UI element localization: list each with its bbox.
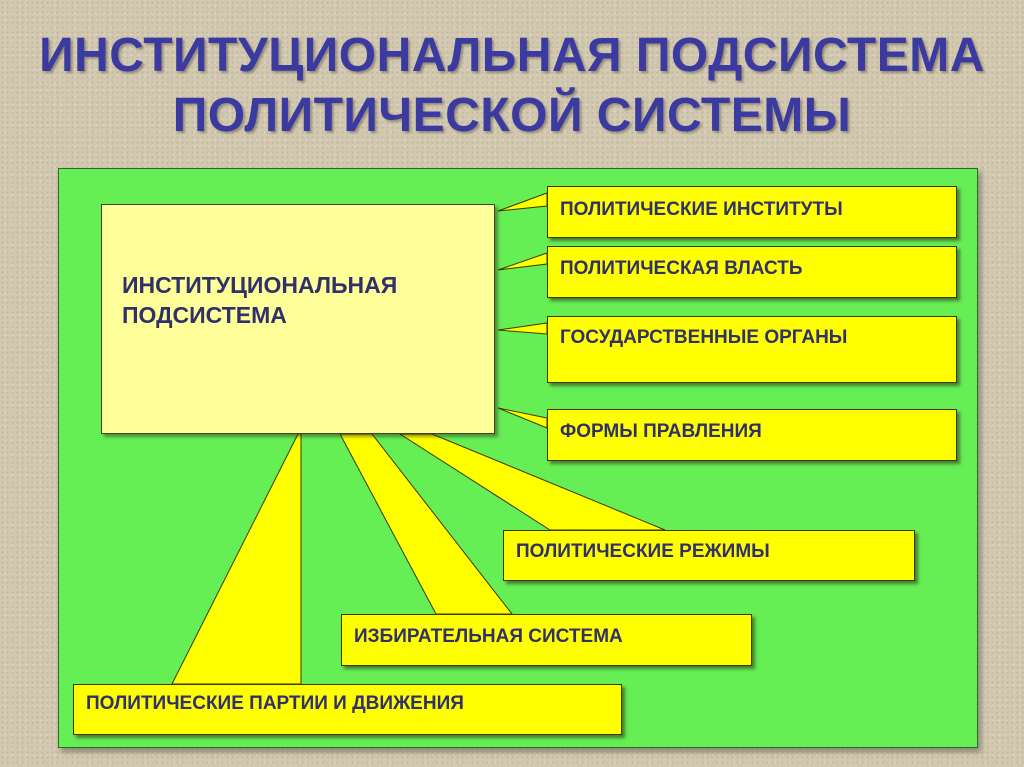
center-box-line-1: ИНСТИТУЦИОНАЛЬНАЯ bbox=[122, 272, 398, 298]
slide-title-line-1: ИНСТИТУЦИОНАЛЬНАЯ ПОДСИСТЕМА bbox=[39, 29, 985, 82]
connector-forms-of-government bbox=[497, 407, 548, 429]
connector-political-power bbox=[497, 252, 548, 271]
center-box-institutional-subsystem: ИНСТИТУЦИОНАЛЬНАЯ ПОДСИСТЕМА bbox=[101, 204, 495, 434]
box-political-institutes: ПОЛИТИЧЕСКИЕ ИНСТИТУТЫ bbox=[547, 186, 957, 238]
box-forms-of-government: ФОРМЫ ПРАВЛЕНИЯ bbox=[547, 409, 957, 461]
connector-state-bodies bbox=[497, 322, 548, 335]
box-electoral-system: ИЗБИРАТЕЛЬНАЯ СИСТЕМА bbox=[341, 614, 752, 666]
box-political-parties: ПОЛИТИЧЕСКИЕ ПАРТИИ И ДВИЖЕНИЯ bbox=[73, 684, 622, 735]
box-state-bodies: ГОСУДАРСТВЕННЫЕ ОРГАНЫ bbox=[547, 316, 957, 383]
slide-title-line-2: ПОЛИТИЧЕСКОЙ СИСТЕМЫ bbox=[172, 89, 852, 142]
box-political-power: ПОЛИТИЧЕСКАЯ ВЛАСТЬ bbox=[547, 246, 957, 298]
connector-political-parties bbox=[171, 433, 302, 685]
box-political-regimes: ПОЛИТИЧЕСКИЕ РЕЖИМЫ bbox=[503, 530, 915, 581]
connector-political-institutes bbox=[497, 192, 548, 212]
center-box-line-2: ПОДСИСТЕМА bbox=[122, 302, 287, 328]
